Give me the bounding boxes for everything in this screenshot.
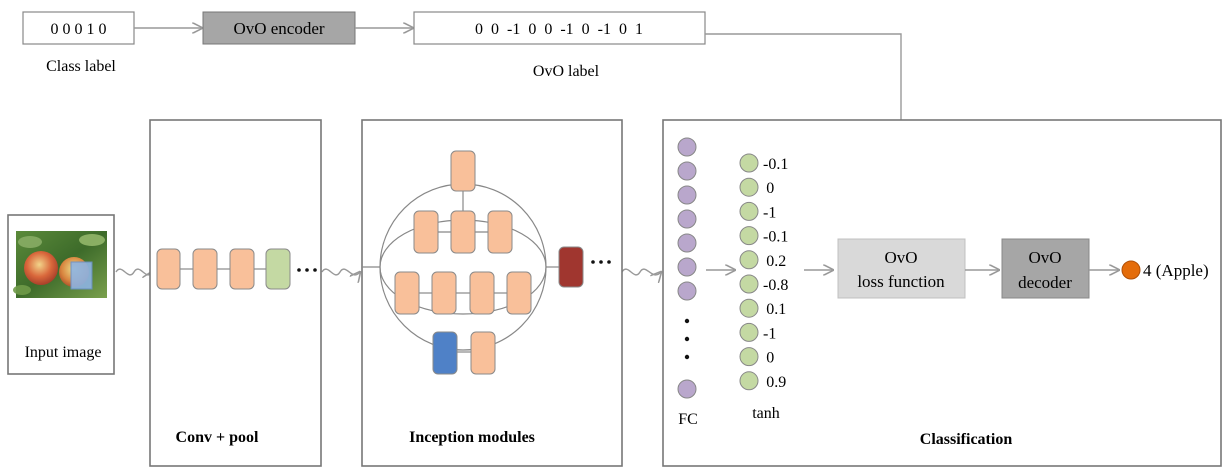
fc-neuron — [677, 209, 697, 229]
output-node — [1121, 260, 1141, 280]
loss-line-1: OvO — [884, 248, 917, 267]
conv-block — [192, 248, 218, 290]
tanh-neuron — [739, 250, 759, 270]
loss-line-2: loss function — [857, 272, 945, 291]
decoder-line-2: decoder — [1018, 273, 1072, 292]
fc-neuron — [677, 379, 697, 399]
input-image-panel: Input image — [7, 214, 115, 375]
ovo-loss-function-group: OvO loss function — [837, 238, 966, 299]
pool-block — [265, 248, 291, 290]
fc-layer: FC — [677, 137, 698, 428]
squiggle-conv-to-inception — [321, 268, 360, 275]
tanh-value: -0.8 — [763, 277, 788, 294]
tanh-value: 0.1 — [763, 301, 786, 318]
ovo-label-group: 0 0 -1 0 0 -1 0 -1 0 1 OvO label — [413, 11, 706, 80]
fc-neuron — [677, 257, 697, 277]
ovo-encoder-group: OvO encoder — [202, 11, 356, 45]
tanh-neuron — [739, 298, 759, 318]
decoder-line-1: OvO — [1028, 248, 1061, 267]
class-label-value: 0 0 0 1 0 — [51, 21, 107, 38]
tanh-value: -1 — [763, 204, 776, 221]
tanh-neuron — [739, 274, 759, 294]
ovo-decoder-group: OvO decoder — [1001, 238, 1090, 299]
classification-panel: FC -0.1 0 -1 -0.1 0.2 -0.8 0.1 -1 0 0.9 tanh… — [662, 119, 1222, 467]
inception-panel: Inception modules — [361, 119, 623, 467]
tanh-value: 0 — [763, 180, 774, 197]
ovo-encoder-box — [202, 11, 356, 45]
class-label-box — [22, 11, 135, 45]
inception-block — [450, 150, 476, 192]
tanh-value: -0.1 — [763, 156, 788, 173]
ovo-encoder-label: OvO encoder — [233, 19, 324, 38]
inception-block — [431, 271, 457, 315]
tanh-value: -0.1 — [763, 229, 788, 246]
output-label: 4 (Apple) — [1143, 261, 1209, 280]
ellipsis-dots — [297, 268, 317, 272]
apple-photo — [13, 231, 107, 298]
squiggle-inception-to-classification — [621, 268, 661, 275]
inception-output-block — [558, 246, 584, 288]
ovo-label-value: 0 0 -1 0 0 -1 0 -1 0 1 — [475, 21, 643, 38]
tanh-neuron — [739, 226, 759, 246]
tanh-neuron — [739, 201, 759, 221]
class-label-group: 0 0 0 1 0 Class label — [22, 11, 135, 75]
inception-block — [487, 210, 513, 254]
tanh-value: 0.9 — [763, 374, 786, 391]
inception-block — [470, 331, 496, 375]
inception-block — [394, 271, 420, 315]
tanh-label: tanh — [752, 405, 780, 422]
fc-neuron — [677, 161, 697, 181]
tanh-neuron — [739, 153, 759, 173]
class-label-caption: Class label — [46, 58, 116, 75]
ellipsis-dots — [591, 260, 611, 264]
inception-block — [469, 271, 495, 315]
conv-block — [229, 248, 255, 290]
conv-pool-frame — [149, 119, 322, 467]
image-patch-highlight — [70, 261, 93, 290]
tanh-value: -1 — [763, 325, 776, 342]
tanh-layer: -0.1 0 -1 -0.1 0.2 -0.8 0.1 -1 0 0.9 — [739, 153, 788, 391]
ovo-decoder-box — [1001, 238, 1090, 299]
conv-pool-panel: Conv + pool — [149, 119, 322, 467]
tanh-value: 0.2 — [763, 253, 786, 270]
ovo-label-box — [413, 11, 706, 45]
fc-neuron — [677, 185, 697, 205]
tanh-neuron — [739, 322, 759, 342]
ovo-label-caption: OvO label — [533, 63, 600, 80]
inception-pool-block — [432, 331, 458, 375]
input-image-caption: Input image — [25, 344, 102, 361]
conv-pool-title: Conv + pool — [176, 429, 259, 446]
inception-title: Inception modules — [409, 429, 535, 446]
tanh-neuron — [739, 371, 759, 391]
classification-title: Classification — [920, 431, 1013, 448]
tanh-neuron — [739, 347, 759, 367]
fc-neuron — [677, 281, 697, 301]
fc-label: FC — [678, 411, 698, 428]
tanh-value: 0 — [763, 350, 774, 367]
inception-block — [450, 210, 476, 254]
tanh-neuron — [739, 177, 759, 197]
fc-vertical-ellipsis — [684, 318, 690, 360]
inception-block — [506, 271, 532, 315]
ovo-loss-function-box — [837, 238, 966, 299]
fc-neuron — [677, 137, 697, 157]
conv-block — [156, 248, 181, 290]
fc-neuron — [677, 233, 697, 253]
squiggle-input-to-conv — [115, 268, 152, 275]
inception-block — [413, 210, 439, 254]
